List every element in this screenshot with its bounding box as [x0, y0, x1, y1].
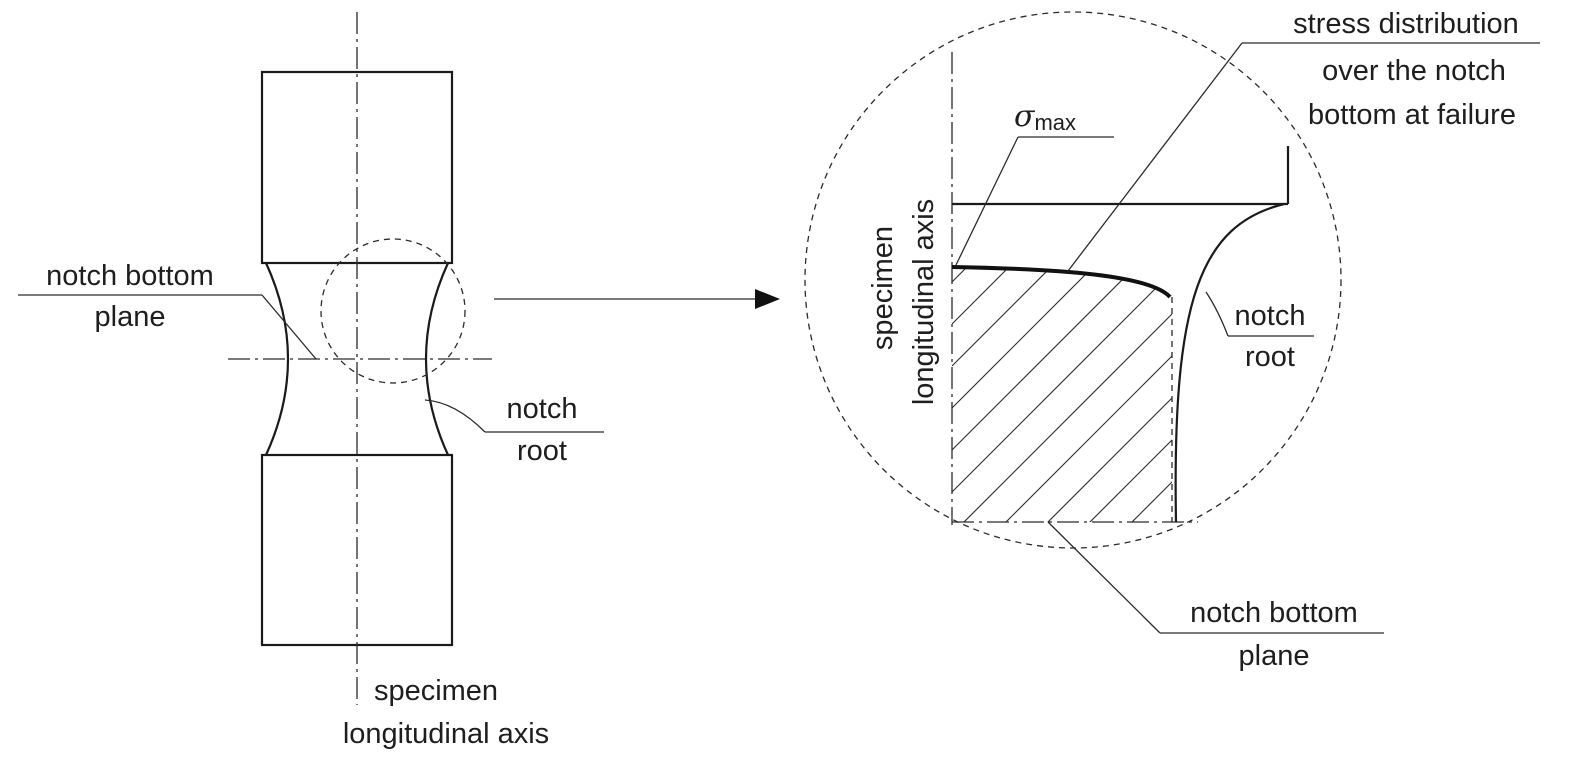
specimen-view: notch bottom plane notch root specimen l…: [18, 12, 604, 750]
notch-bottom-plane-leader: [261, 294, 317, 360]
notch-left-contour: [264, 262, 290, 456]
stress-distribution-label-line1: stress distribution: [1293, 8, 1519, 40]
stress-distribution-label-line3: bottom at failure: [1308, 99, 1516, 131]
notch-bottom-plane-label-line2: plane: [95, 301, 166, 333]
detail-notch-bottom-leader: [1047, 521, 1161, 634]
enlargement-arrow: [494, 289, 780, 309]
detail-notch-root-contour: [1174, 202, 1285, 523]
notch-root-label-line1: notch: [507, 393, 578, 425]
detail-axis-label-line1: specimen: [867, 226, 899, 350]
detail-view: stress distribution over the notch botto…: [804, 8, 1540, 672]
notch-root-leader: [424, 399, 486, 433]
stress-distribution-curve: [951, 265, 1172, 299]
detail-axis-label-line2: longitudinal axis: [908, 199, 940, 405]
arrow-head-icon: [755, 289, 780, 309]
stress-distribution-label-line2: over the notch: [1322, 55, 1506, 87]
sigma-max-leader: [955, 136, 1019, 266]
detail-notch-root-label-line2: root: [1245, 341, 1295, 373]
detail-circle: [804, 11, 1342, 549]
detail-notch-bottom-label-line1: notch bottom: [1190, 597, 1358, 629]
detail-notch-root-leader: [1205, 291, 1229, 337]
specimen-axis-label-line2: longitudinal axis: [343, 718, 549, 750]
detail-notch-root-label-line1: notch: [1235, 300, 1306, 332]
sigma-max-label: σmax: [1014, 99, 1076, 135]
notch-bottom-plane-label-line1: notch bottom: [46, 260, 214, 292]
detail-notch-bottom-label-line2: plane: [1239, 640, 1310, 672]
sigma-subscript: max: [1034, 110, 1076, 135]
detail-circle-marker: [320, 238, 466, 384]
specimen-axis-label-line1: specimen: [374, 675, 498, 707]
stress-distribution-leader: [1067, 42, 1243, 272]
stress-area-hatch: [952, 268, 1172, 522]
sigma-symbol: σ: [1014, 99, 1036, 134]
notch-right-contour: [424, 262, 450, 456]
notch-root-label-line2: root: [517, 435, 567, 467]
